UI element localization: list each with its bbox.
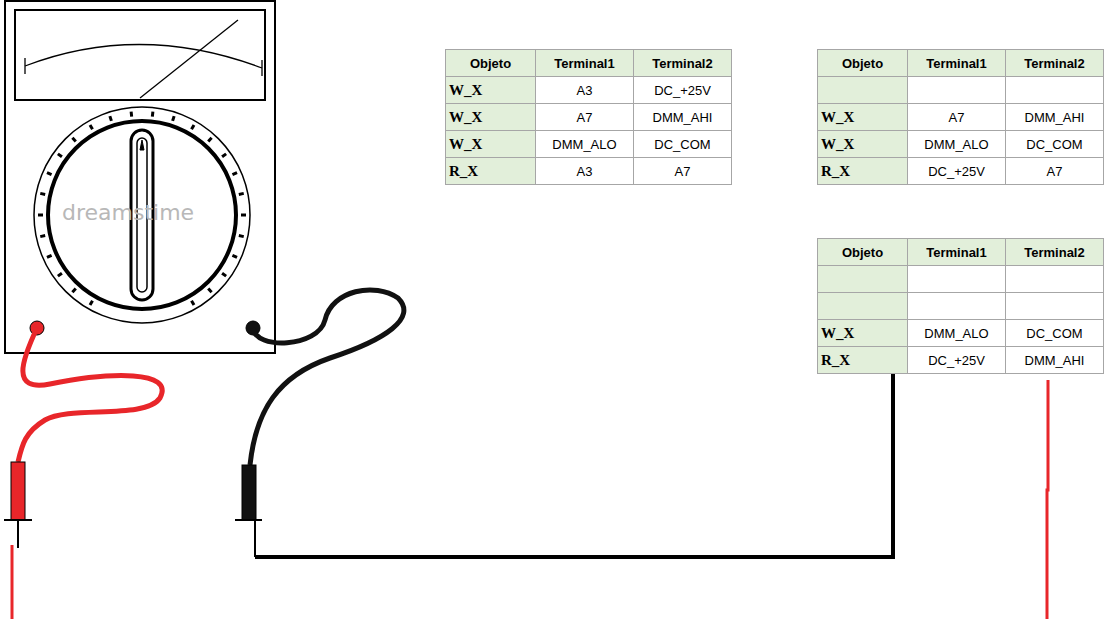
- table-cell: [1005, 292, 1104, 320]
- table-header-cell: Objeto: [817, 238, 908, 266]
- table-cell: [907, 292, 1006, 320]
- object-cell: W_X: [817, 319, 908, 347]
- object-cell: W_X: [445, 130, 536, 158]
- table-header-cell: Objeto: [817, 49, 908, 77]
- table-header-cell: Terminal2: [1005, 238, 1104, 266]
- table-cell: A3: [535, 157, 634, 185]
- table-cell: A7: [907, 103, 1006, 131]
- table-cell: DC_+25V: [907, 346, 1006, 374]
- object-cell: R_X: [817, 346, 908, 374]
- object-cell: [817, 292, 908, 320]
- object-cell: [817, 76, 908, 104]
- red-wire: [1047, 380, 1048, 619]
- table-header-cell: Terminal1: [907, 238, 1006, 266]
- table-header-cell: Terminal1: [535, 49, 634, 77]
- table-cell: DMM_AHI: [633, 103, 732, 131]
- table-cell: DC_COM: [633, 130, 732, 158]
- object-cell: R_X: [445, 157, 536, 185]
- table-cell: [907, 265, 1006, 293]
- table-cell: DMM_ALO: [535, 130, 634, 158]
- table-cell: A7: [535, 103, 634, 131]
- table-header-cell: Terminal2: [633, 49, 732, 77]
- table-cell: [907, 76, 1006, 104]
- table-cell: DC_+25V: [907, 157, 1006, 185]
- table-cell: [1005, 265, 1104, 293]
- table-header-cell: Objeto: [445, 49, 536, 77]
- table-cell: DC_COM: [1005, 319, 1104, 347]
- table-cell: A7: [1005, 157, 1104, 185]
- object-cell: W_X: [817, 103, 908, 131]
- table-cell: DMM_ALO: [907, 319, 1006, 347]
- object-cell: R_X: [817, 157, 908, 185]
- table-cell: A3: [535, 76, 634, 104]
- black-probe: [235, 290, 404, 557]
- red-probe: [4, 328, 162, 619]
- table-cell: DMM_ALO: [907, 130, 1006, 158]
- table-cell: DMM_AHI: [1005, 346, 1104, 374]
- object-cell: [817, 265, 908, 293]
- object-cell: W_X: [445, 76, 536, 104]
- black-wire: [255, 333, 904, 557]
- object-cell: W_X: [445, 103, 536, 131]
- table-header-cell: Terminal1: [907, 49, 1006, 77]
- multimeter-body: [5, 1, 275, 353]
- table-cell: A7: [633, 157, 732, 185]
- watermark: dreamstime: [62, 200, 194, 225]
- table-cell: DC_+25V: [633, 76, 732, 104]
- table-cell: [1005, 76, 1104, 104]
- table-cell: DC_COM: [1005, 130, 1104, 158]
- table-header-cell: Terminal2: [1005, 49, 1104, 77]
- table-cell: DMM_AHI: [1005, 103, 1104, 131]
- object-cell: W_X: [817, 130, 908, 158]
